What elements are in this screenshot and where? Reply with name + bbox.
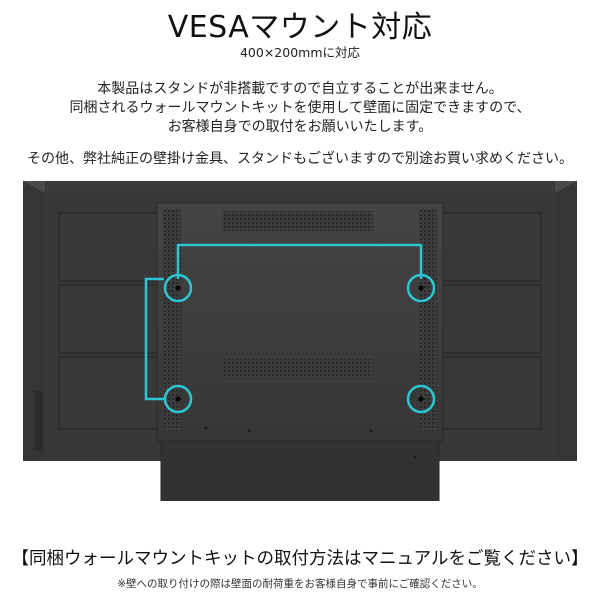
display-back-illustration (23, 181, 577, 501)
load-capacity-note: ※壁への取り付けの際は壁面の耐荷重をお客様自身で事前にご確認ください。 (117, 578, 483, 590)
mount-hole-top-left (163, 273, 193, 303)
mount-hole-top-right (406, 273, 436, 303)
description-extra: その他、弊社純正の壁掛け金具、スタンドもございますので別途お買い求めください。 (27, 151, 573, 167)
description-line: 同梱されるウォールマウントキットを使用して壁面に固定できますので、 (69, 100, 531, 116)
description-line: 本製品はスタンドが非搭載ですので自立することが出来ません。 (97, 81, 503, 97)
description-block: 本製品はスタンドが非搭載ですので自立することが出来ません。 同梱されるウォールマ… (0, 80, 600, 137)
mount-hole-bottom-right (406, 384, 436, 414)
description-line: お客様自身での取付をお願いいたします。 (167, 119, 433, 135)
page-title: VESAマウント対応 (167, 10, 433, 45)
manual-notice: 【同梱ウォールマウントキットの取付方法はマニュアルをご覧ください】 (11, 549, 589, 569)
vesa-size-subtitle: 400×200mmに対応 (239, 45, 361, 60)
display-back-image (23, 181, 577, 501)
mount-hole-bottom-left (163, 384, 193, 414)
